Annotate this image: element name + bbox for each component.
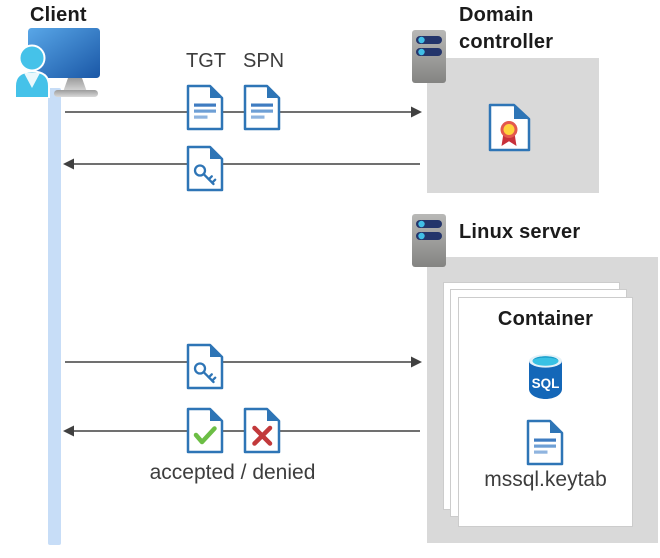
arrow-present-ticket xyxy=(65,356,422,368)
arrow-response xyxy=(63,425,420,437)
container-page-front xyxy=(458,297,633,527)
result-label: accepted / denied xyxy=(149,461,316,484)
key-ticket-document-icon xyxy=(186,145,224,192)
spn-document-icon xyxy=(243,84,281,131)
denied-document-icon xyxy=(243,407,281,454)
domain-controller-server-icon xyxy=(412,30,446,83)
linux-server-icon xyxy=(412,214,446,267)
certificate-icon xyxy=(488,103,531,152)
accepted-document-icon xyxy=(186,407,224,454)
tgt-label: TGT xyxy=(186,50,226,72)
tgt-document-icon xyxy=(186,84,224,131)
container-label: Container xyxy=(497,308,594,330)
key-ticket-present-icon xyxy=(186,343,224,390)
sql-database-icon: SQL xyxy=(529,354,562,399)
linux-server-label: Linux server xyxy=(459,221,581,243)
arrow-request-tickets xyxy=(65,106,422,118)
keytab-document-icon xyxy=(526,419,564,466)
arrow-return-ticket xyxy=(63,158,420,170)
client-timeline xyxy=(48,88,61,545)
keytab-label: mssql.keytab xyxy=(484,468,607,491)
client-label: Client xyxy=(30,4,87,26)
spn-label: SPN xyxy=(243,50,285,72)
sql-badge-label: SQL xyxy=(532,376,560,391)
client-icon xyxy=(14,28,100,98)
domain-controller-label: Domain controller xyxy=(459,4,554,53)
